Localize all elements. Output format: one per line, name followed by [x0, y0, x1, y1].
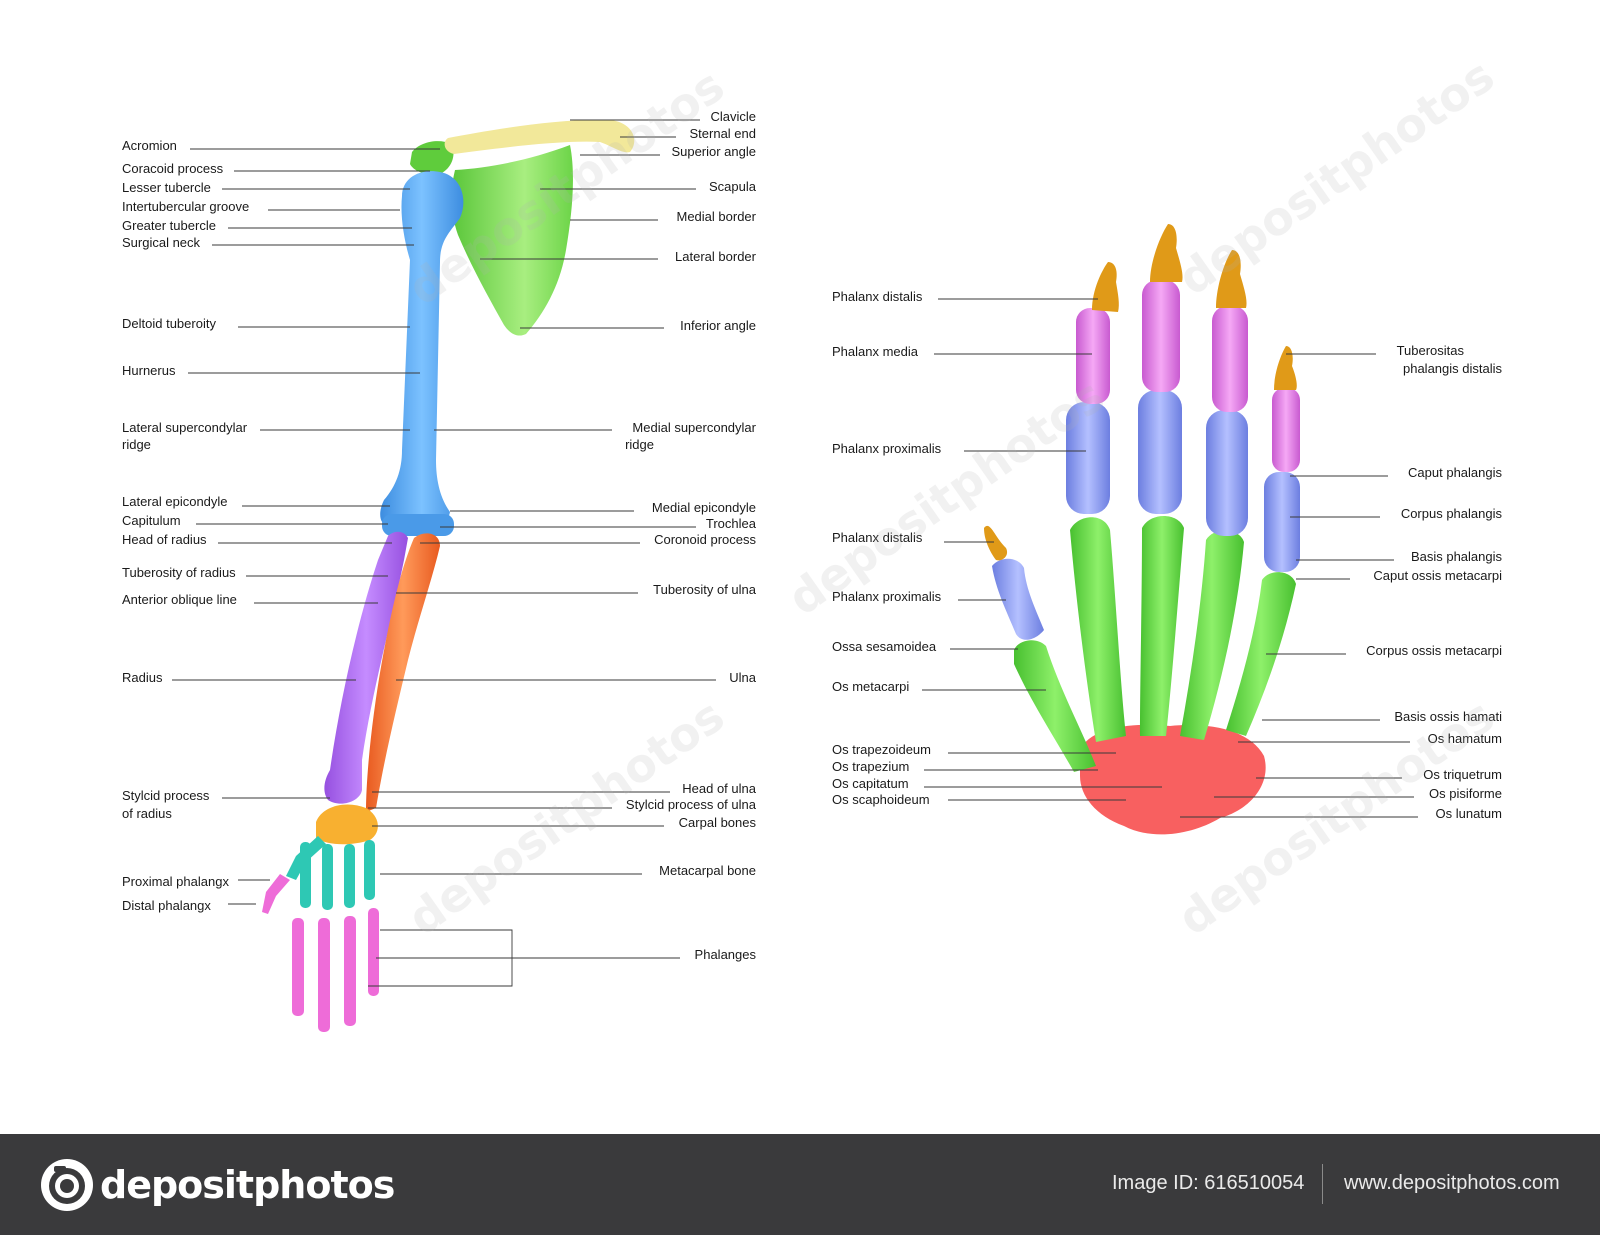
label-inferior-angle: Inferior angle: [680, 318, 756, 333]
elbow-condyles: [382, 514, 454, 536]
label-os-trapezoideum: Os trapezoideum: [832, 742, 931, 757]
site-link[interactable]: www.depositphotos.com: [1344, 1172, 1560, 1195]
label-os-pisiforme: Os pisiforme: [1429, 786, 1502, 801]
label-styloid-radius-1: Stylcid process: [122, 788, 210, 803]
hand-labels-right: Tuberositas phalangis distalis Caput pha…: [1366, 343, 1502, 821]
footer-divider: [1322, 1164, 1323, 1204]
label-ossa-sesamoidea: Ossa sesamoidea: [832, 639, 937, 654]
label-metacarpal-bone: Metacarpal bone: [659, 863, 756, 878]
label-os-triquetrum: Os triquetrum: [1423, 767, 1502, 782]
label-medial-supracondylar-1: Medial supercondylar: [632, 420, 756, 435]
label-basis-ossis-hamati: Basis ossis hamati: [1394, 709, 1502, 724]
arm-labels-left: Acromion Coracoid process Lesser tubercl…: [122, 138, 249, 913]
humerus-shape: [380, 171, 463, 528]
hand-distal-phalanges: [984, 224, 1297, 560]
label-head-of-ulna: Head of ulna: [682, 781, 756, 796]
label-radius: Radius: [122, 670, 163, 685]
label-styloid-radius-2: of radius: [122, 806, 172, 821]
label-acromion: Acromion: [122, 138, 177, 153]
label-caput-phalangis: Caput phalangis: [1408, 465, 1502, 480]
label-lateral-epicondyle: Lateral epicondyle: [122, 494, 228, 509]
label-tuberositas-1: Tuberositas: [1397, 343, 1465, 358]
arm-labels-right: Clavicle Sternal end Superior angle Scap…: [625, 109, 757, 962]
label-corpus-ossis-metacarpi: Corpus ossis metacarpi: [1366, 643, 1502, 658]
label-phalanx-distalis-1: Phalanx distalis: [832, 289, 923, 304]
label-clavicle: Clavicle: [710, 109, 756, 124]
label-head-of-radius: Head of radius: [122, 532, 207, 547]
label-carpal-bones: Carpal bones: [679, 815, 757, 830]
label-humerus: Hurnerus: [122, 363, 176, 378]
label-os-trapezium: Os trapezium: [832, 759, 909, 774]
arm-metacarpals: [286, 836, 375, 910]
hand-carpals-shape: [1080, 725, 1266, 835]
label-os-lunatum: Os lunatum: [1436, 806, 1502, 821]
label-os-capitatum: Os capitatum: [832, 776, 909, 791]
label-proximal-phalangx: Proximal phalangx: [122, 874, 229, 889]
brand-name: depositphotos: [100, 1163, 394, 1207]
label-os-metacarpi: Os metacarpi: [832, 679, 909, 694]
label-corpus-phalangis: Corpus phalangis: [1401, 506, 1503, 521]
label-medial-border: Medial border: [677, 209, 757, 224]
label-tuberosity-of-radius: Tuberosity of radius: [122, 565, 236, 580]
label-deltoid-tuberosity: Deltoid tuberoity: [122, 316, 216, 331]
label-capitulum: Capitulum: [122, 513, 181, 528]
arm-leader-lines: [172, 120, 716, 986]
label-medial-epicondyle: Medial epicondyle: [652, 500, 756, 515]
label-greater-tubercle: Greater tubercle: [122, 218, 216, 233]
label-sternal-end: Sternal end: [690, 126, 757, 141]
label-trochlea: Trochlea: [706, 516, 757, 531]
label-tuberosity-of-ulna: Tuberosity of ulna: [653, 582, 757, 597]
label-scapula: Scapula: [709, 179, 757, 194]
camera-icon: [40, 1158, 94, 1212]
label-phalanges: Phalanges: [695, 947, 757, 962]
label-os-hamatum: Os hamatum: [1428, 731, 1502, 746]
label-anterior-oblique-line: Anterior oblique line: [122, 592, 237, 607]
label-phalanx-proximalis-1: Phalanx proximalis: [832, 441, 942, 456]
label-phalanx-proximalis-2: Phalanx proximalis: [832, 589, 942, 604]
label-medial-supracondylar-2: ridge: [625, 437, 654, 452]
label-coronoid-process: Coronoid process: [654, 532, 756, 547]
label-basis-phalangis: Basis phalangis: [1411, 549, 1503, 564]
brand-logo[interactable]: depositphotos: [40, 1156, 394, 1214]
label-lateral-supracondylar-2: ridge: [122, 437, 151, 452]
label-intertubercular-groove: Intertubercular groove: [122, 199, 249, 214]
arm-phalanges: [262, 874, 379, 1032]
scapula-shape: [452, 145, 573, 336]
label-caput-ossis-metacarpi: Caput ossis metacarpi: [1373, 568, 1502, 583]
arm-carpals-shape: [316, 804, 378, 844]
label-lateral-supracondylar-1: Lateral supercondylar: [122, 420, 248, 435]
label-tuberositas-2: phalangis distalis: [1403, 361, 1503, 376]
footer-bar: depositphotos Image ID: 616510054 www.de…: [0, 1134, 1600, 1235]
label-os-scaphoideum: Os scaphoideum: [832, 792, 930, 807]
label-lateral-border: Lateral border: [675, 249, 757, 264]
hand-labels-left: Phalanx distalis Phalanx media Phalanx p…: [832, 289, 942, 807]
label-phalanx-media: Phalanx media: [832, 344, 919, 359]
label-styloid-ulna: Stylcid process of ulna: [626, 797, 757, 812]
label-distal-phalangx: Distal phalangx: [122, 898, 211, 913]
label-coracoid-process: Coracoid process: [122, 161, 224, 176]
hand-metacarpals: [1014, 516, 1296, 772]
label-surgical-neck: Surgical neck: [122, 235, 201, 250]
label-lesser-tubercle: Lesser tubercle: [122, 180, 211, 195]
hand-illustration: [984, 224, 1300, 834]
label-superior-angle: Superior angle: [671, 144, 756, 159]
anatomy-diagram: Acromion Coracoid process Lesser tubercl…: [0, 0, 1600, 1134]
clavicle-shape: [445, 120, 635, 154]
image-id: Image ID: 616510054: [1112, 1172, 1304, 1195]
label-ulna: Ulna: [729, 670, 757, 685]
label-phalanx-distalis-2: Phalanx distalis: [832, 530, 923, 545]
